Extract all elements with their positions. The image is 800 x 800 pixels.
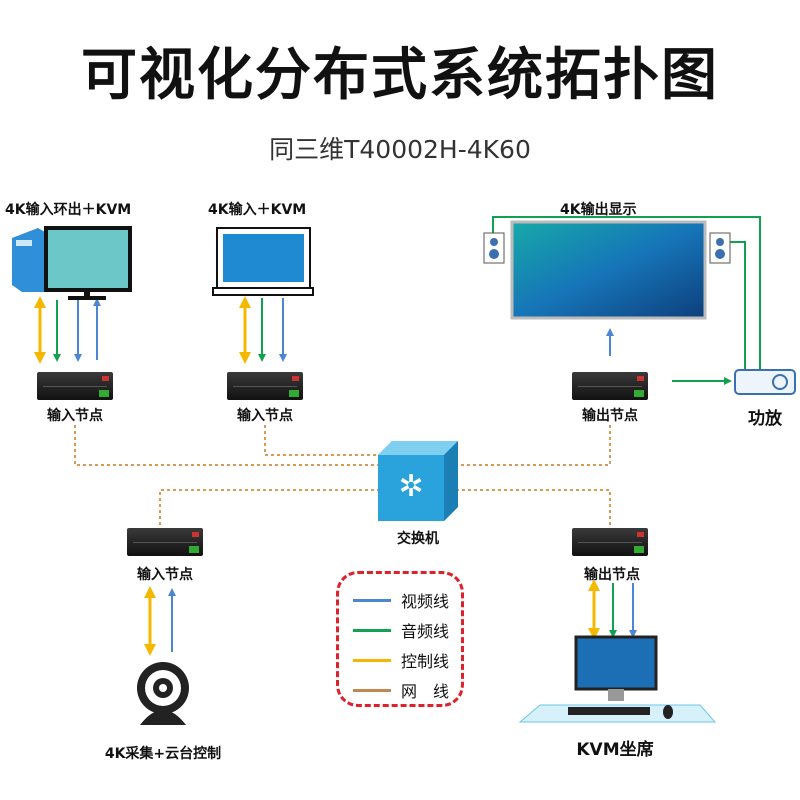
camera-signal-arrows — [144, 586, 176, 656]
output-node-label: 输出节点 — [584, 567, 640, 583]
svg-text:✲: ✲ — [398, 469, 423, 504]
switch-icon: ✲ — [378, 441, 458, 521]
control-line-swatch — [353, 658, 391, 662]
legend: 视频线 音频线 控制线 网 线 — [336, 571, 464, 707]
amplifier-icon — [734, 369, 796, 395]
display-label: 4K输出显示 — [560, 202, 637, 218]
display-icon — [510, 220, 707, 320]
network-line-swatch — [353, 688, 391, 692]
input-node-device — [127, 528, 203, 556]
subtitle: 同三维T40002H-4K60 — [269, 135, 531, 164]
input-node-device — [37, 372, 113, 400]
switch-label: 交换机 — [397, 531, 439, 547]
output-node-device — [572, 372, 648, 400]
camera-icon — [137, 662, 189, 725]
network-lines — [74, 425, 611, 526]
output-node-label: 输出节点 — [582, 408, 638, 424]
amplifier-label: 功放 — [748, 409, 782, 429]
legend-item-network: 网 线 — [353, 678, 449, 702]
output-node-device — [572, 528, 648, 556]
laptop-label: 4K输入＋KVM — [208, 202, 307, 218]
speaker-audio-line — [730, 241, 746, 370]
legend-item-video: 视频线 — [353, 588, 449, 612]
video-line-swatch — [353, 598, 391, 602]
page-title: 可视化分布式系统拓扑图 — [81, 43, 719, 108]
kvm-seat-icon — [518, 635, 717, 723]
legend-item-control: 控制线 — [353, 648, 449, 672]
input-node-device — [227, 372, 303, 400]
pc-label: 4K输入环出＋KVM — [5, 202, 132, 218]
speaker-audio-line — [492, 216, 761, 370]
laptop-icon — [212, 227, 314, 296]
input-node-label: 输入节点 — [237, 408, 293, 424]
audio-line-swatch — [353, 628, 391, 632]
speaker-icon — [483, 232, 731, 264]
kvm-seat-label: KVM坐席 — [576, 740, 654, 760]
input-node-label: 输入节点 — [47, 408, 103, 424]
pc-icon — [12, 226, 132, 300]
laptop-signal-arrows — [239, 296, 287, 364]
input-node-label: 输入节点 — [137, 567, 193, 583]
pc-signal-arrows — [34, 296, 101, 364]
camera-label: 4K采集+云台控制 — [104, 746, 222, 762]
kvm-signal-arrows — [588, 579, 637, 640]
legend-item-audio: 音频线 — [353, 618, 449, 642]
